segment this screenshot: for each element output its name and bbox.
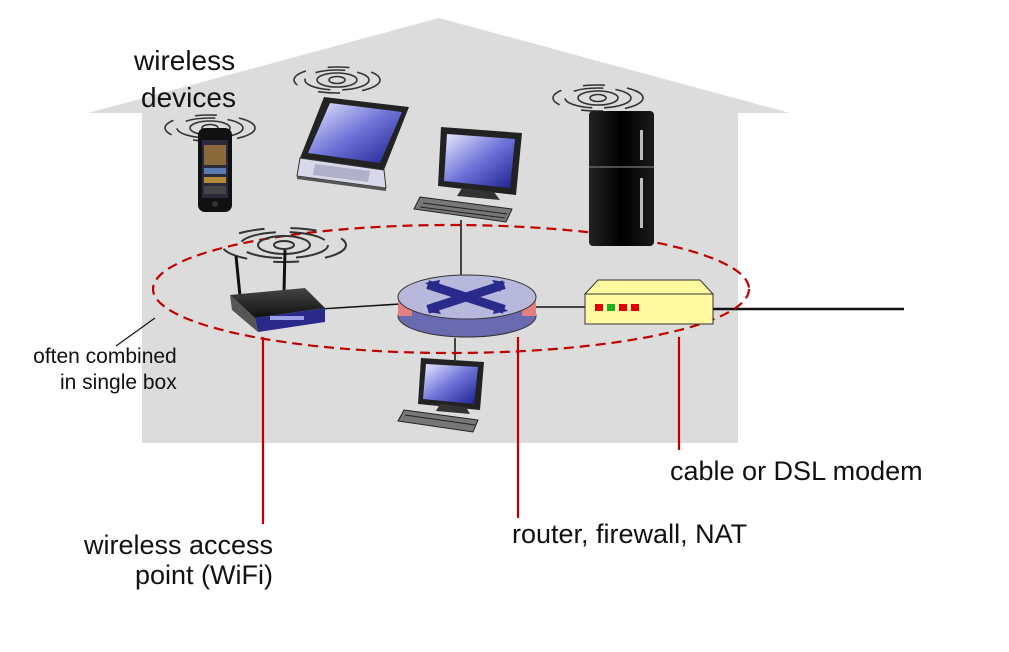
wireless-devices-line1: wireless bbox=[134, 45, 236, 76]
desktop-computer-icon bbox=[397, 358, 484, 433]
often-combined-line2: in single box bbox=[60, 371, 177, 395]
modem-label: cable or DSL modem bbox=[670, 456, 923, 486]
access-point-line2: point (WiFi) bbox=[135, 559, 274, 590]
network-links bbox=[319, 220, 904, 360]
combined-box-ellipse bbox=[151, 223, 751, 355]
wireless-access-point-label: wireless access point (WiFi) bbox=[72, 530, 274, 590]
wireless-router-icon bbox=[230, 249, 325, 332]
router-icon bbox=[397, 274, 537, 338]
laptop-icon bbox=[296, 97, 409, 191]
callout-lines bbox=[261, 337, 681, 524]
router-label: router, firewall, NAT bbox=[512, 519, 748, 549]
often-combined-line1: often combined bbox=[33, 345, 177, 368]
refrigerator-icon bbox=[589, 111, 654, 246]
desktop-computer-icon bbox=[413, 127, 522, 223]
wifi-waves-icon bbox=[293, 66, 381, 94]
combined-callout-line bbox=[115, 317, 156, 347]
wireless-devices-label: wireless devices bbox=[134, 45, 236, 114]
modem-icon bbox=[583, 279, 715, 325]
smartphone-icon bbox=[198, 128, 232, 212]
wireless-devices-line2: devices bbox=[141, 81, 236, 113]
access-point-line1: wireless access bbox=[83, 530, 274, 560]
wifi-waves-icon bbox=[552, 84, 644, 112]
often-combined-label: often combined in single box bbox=[22, 345, 177, 394]
